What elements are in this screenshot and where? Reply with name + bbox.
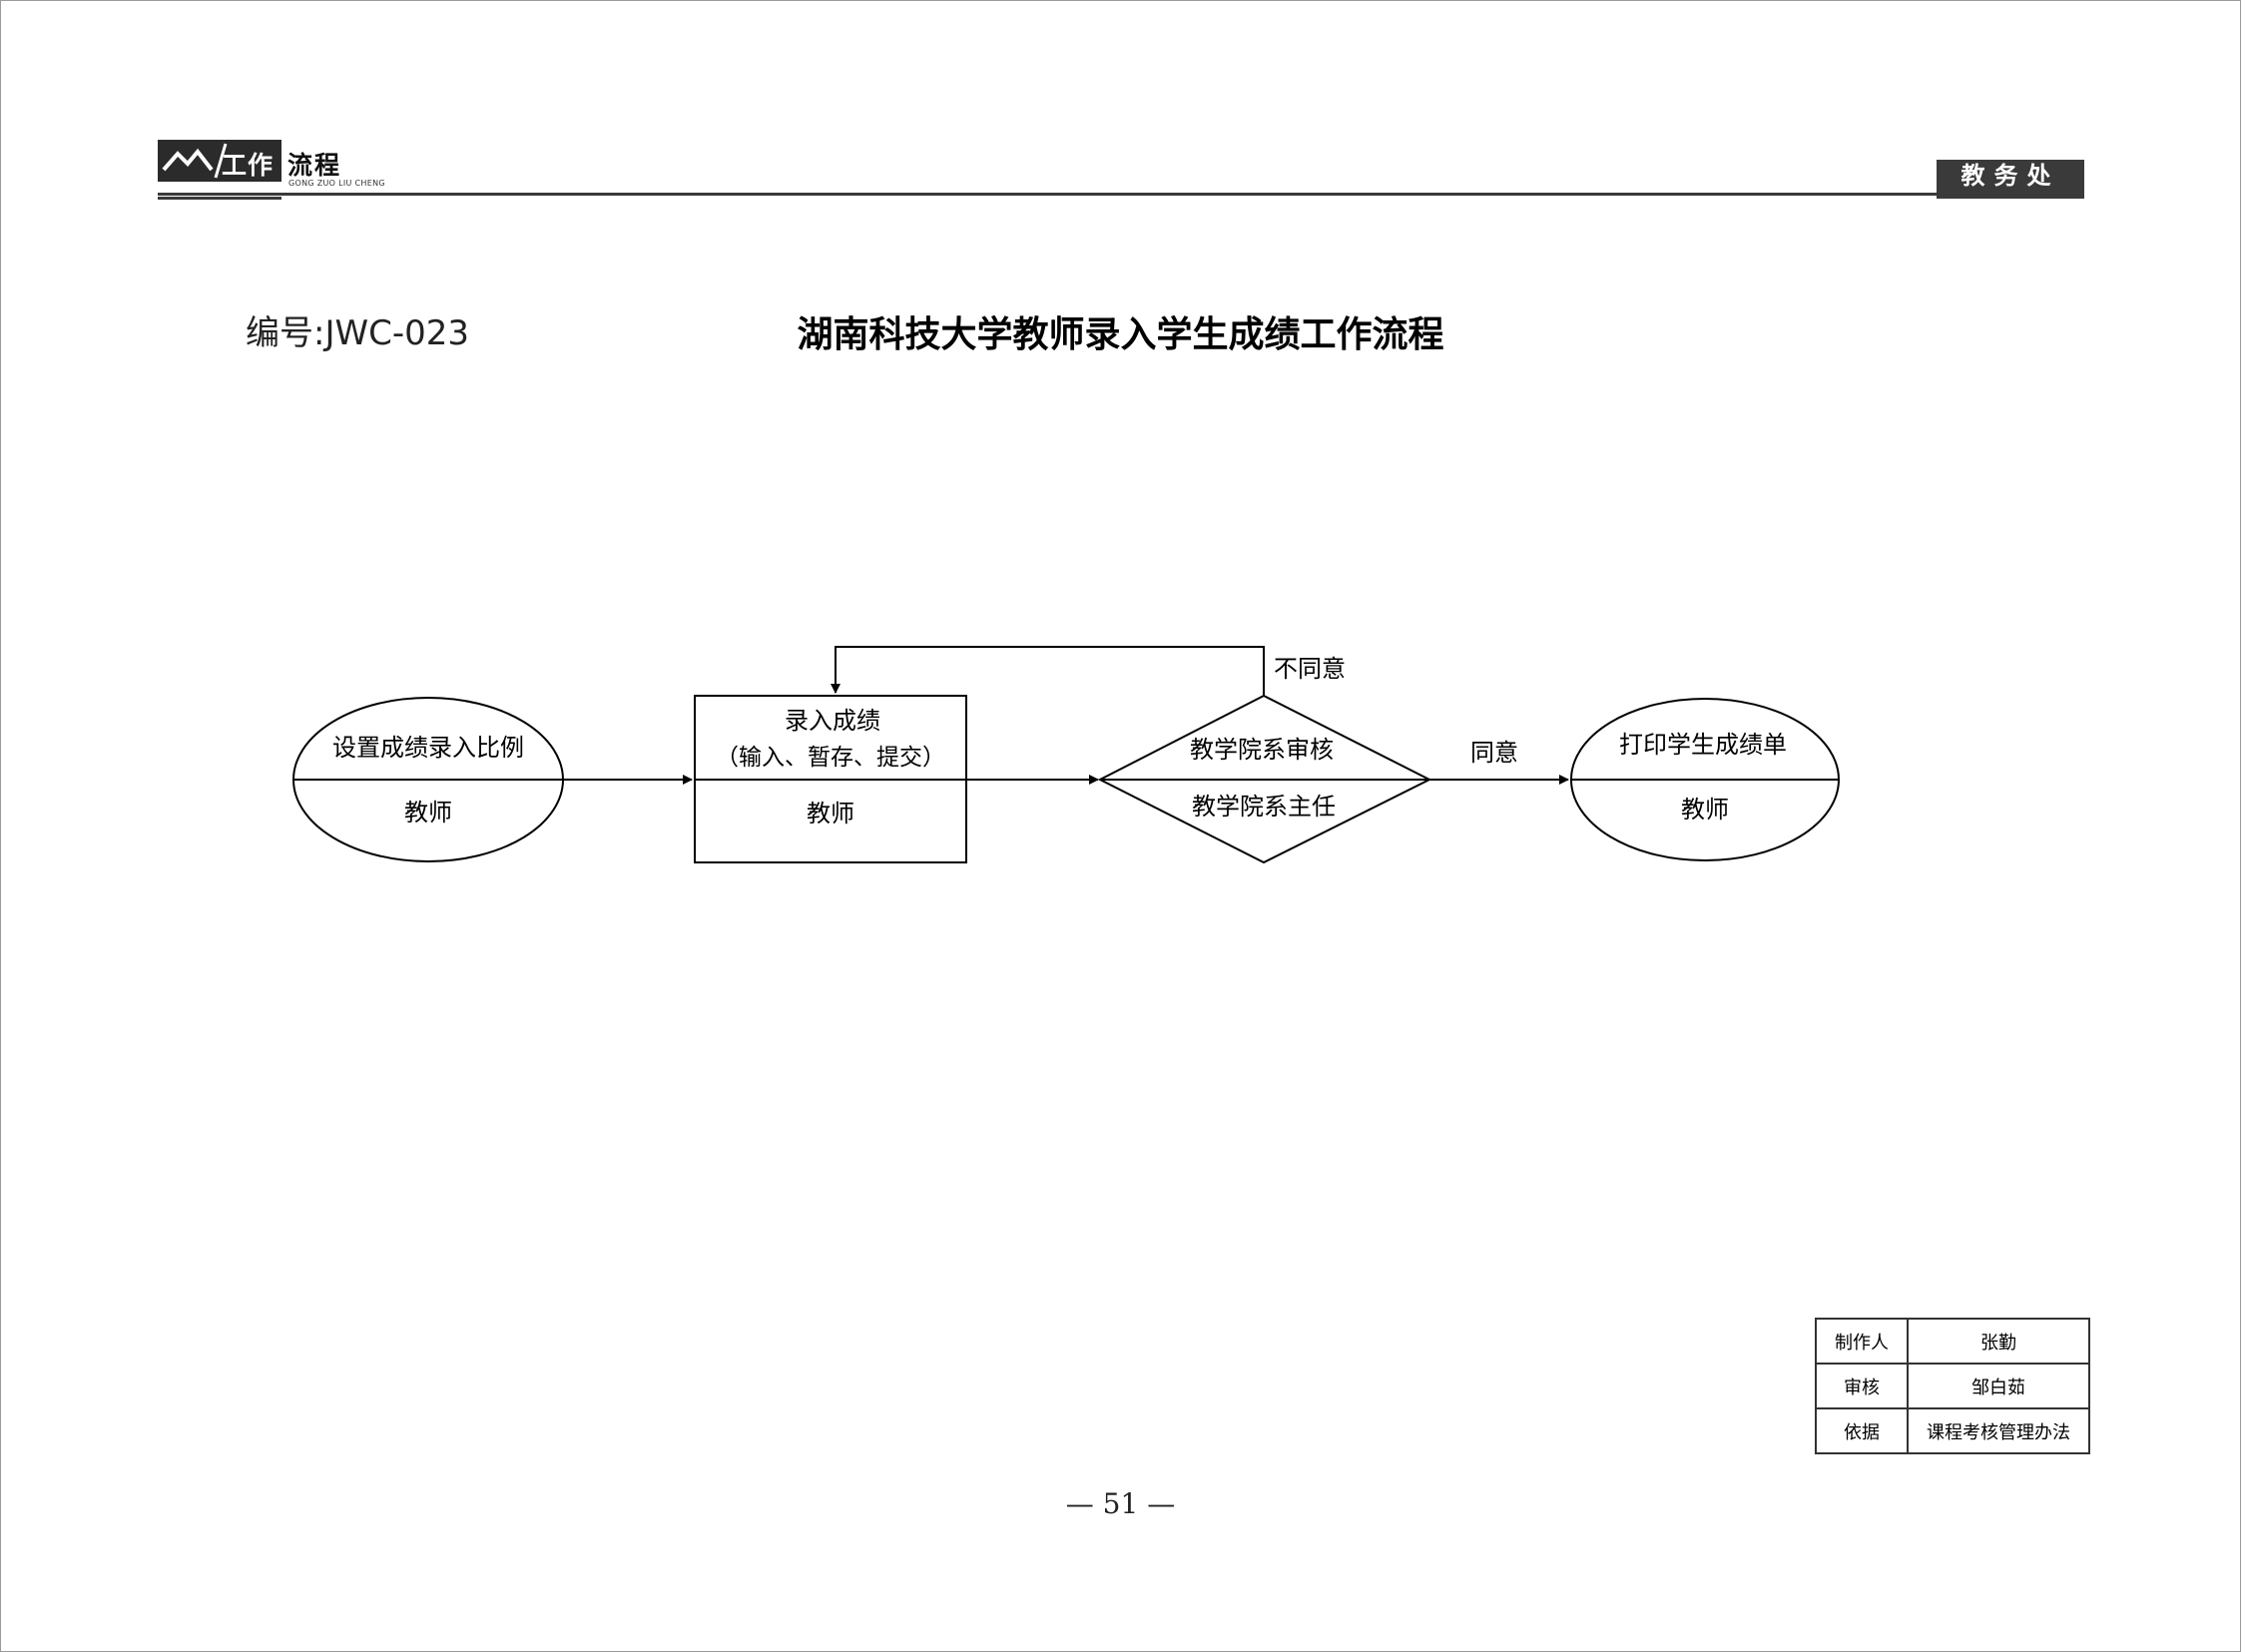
table-row: 制作人 张勤 bbox=[1815, 1318, 2090, 1365]
flow-node-enter-label2: （输入、暂存、提交） bbox=[716, 745, 945, 771]
flow-node-review-role: 教学院系主任 bbox=[1192, 793, 1336, 821]
info-key: 依据 bbox=[1815, 1407, 1909, 1454]
department-badge-underline bbox=[1937, 196, 2084, 199]
info-value: 邹白茹 bbox=[1907, 1363, 2090, 1409]
document-info-table: 制作人 张勤 审核 邹白茹 依据 课程考核管理办法 bbox=[1815, 1318, 2090, 1454]
info-value: 张勤 bbox=[1907, 1318, 2090, 1365]
mountain-icon bbox=[162, 143, 228, 179]
document-title: 湖南科技大学教师录入学生成绩工作流程 bbox=[797, 314, 1444, 355]
info-key: 制作人 bbox=[1815, 1318, 1909, 1365]
flow-node-start-label: 设置成绩录入比例 bbox=[332, 734, 524, 762]
flow-node-enter-role: 教师 bbox=[807, 800, 854, 827]
flow-node-print-role: 教师 bbox=[1681, 796, 1729, 824]
flow-node-review-label: 教学院系审核 bbox=[1190, 736, 1334, 764]
table-row: 依据 课程考核管理办法 bbox=[1815, 1407, 2090, 1454]
table-row: 审核 邹白茹 bbox=[1815, 1363, 2090, 1409]
header-rule bbox=[158, 193, 2084, 196]
header-logo: 工作 bbox=[158, 140, 281, 182]
flow-node-print: 打印学生成绩单 教师 bbox=[1570, 698, 1840, 861]
flow-node-start-role: 教师 bbox=[404, 799, 452, 826]
flow-node-start: 设置成绩录入比例 教师 bbox=[292, 697, 564, 862]
header-subtitle: GONG ZUO LIU CHENG bbox=[288, 179, 385, 188]
header-rule-accent bbox=[158, 197, 281, 200]
flow-node-enter: 录入成绩 （输入、暂存、提交） 教师 bbox=[694, 695, 967, 863]
document-number: 编号:JWC-023 bbox=[246, 313, 470, 353]
flow-node-print-label: 打印学生成绩单 bbox=[1619, 731, 1787, 759]
flow-edge-approve-label: 同意 bbox=[1470, 739, 1518, 767]
flow-edge-review-enter bbox=[831, 646, 1265, 696]
header-title: 流程 bbox=[287, 151, 342, 180]
info-key: 审核 bbox=[1815, 1363, 1909, 1409]
header-logo-text: 工作 bbox=[222, 151, 275, 180]
flow-edge-reject-label: 不同意 bbox=[1274, 655, 1346, 683]
info-value: 课程考核管理办法 bbox=[1907, 1407, 2090, 1454]
department-badge: 教务处 bbox=[1937, 160, 2084, 193]
flow-node-enter-label: 录入成绩 bbox=[785, 707, 880, 735]
page-number: — 51 — bbox=[1065, 1487, 1176, 1520]
flow-node-review: 教学院系审核 教学院系主任 bbox=[1097, 694, 1432, 864]
